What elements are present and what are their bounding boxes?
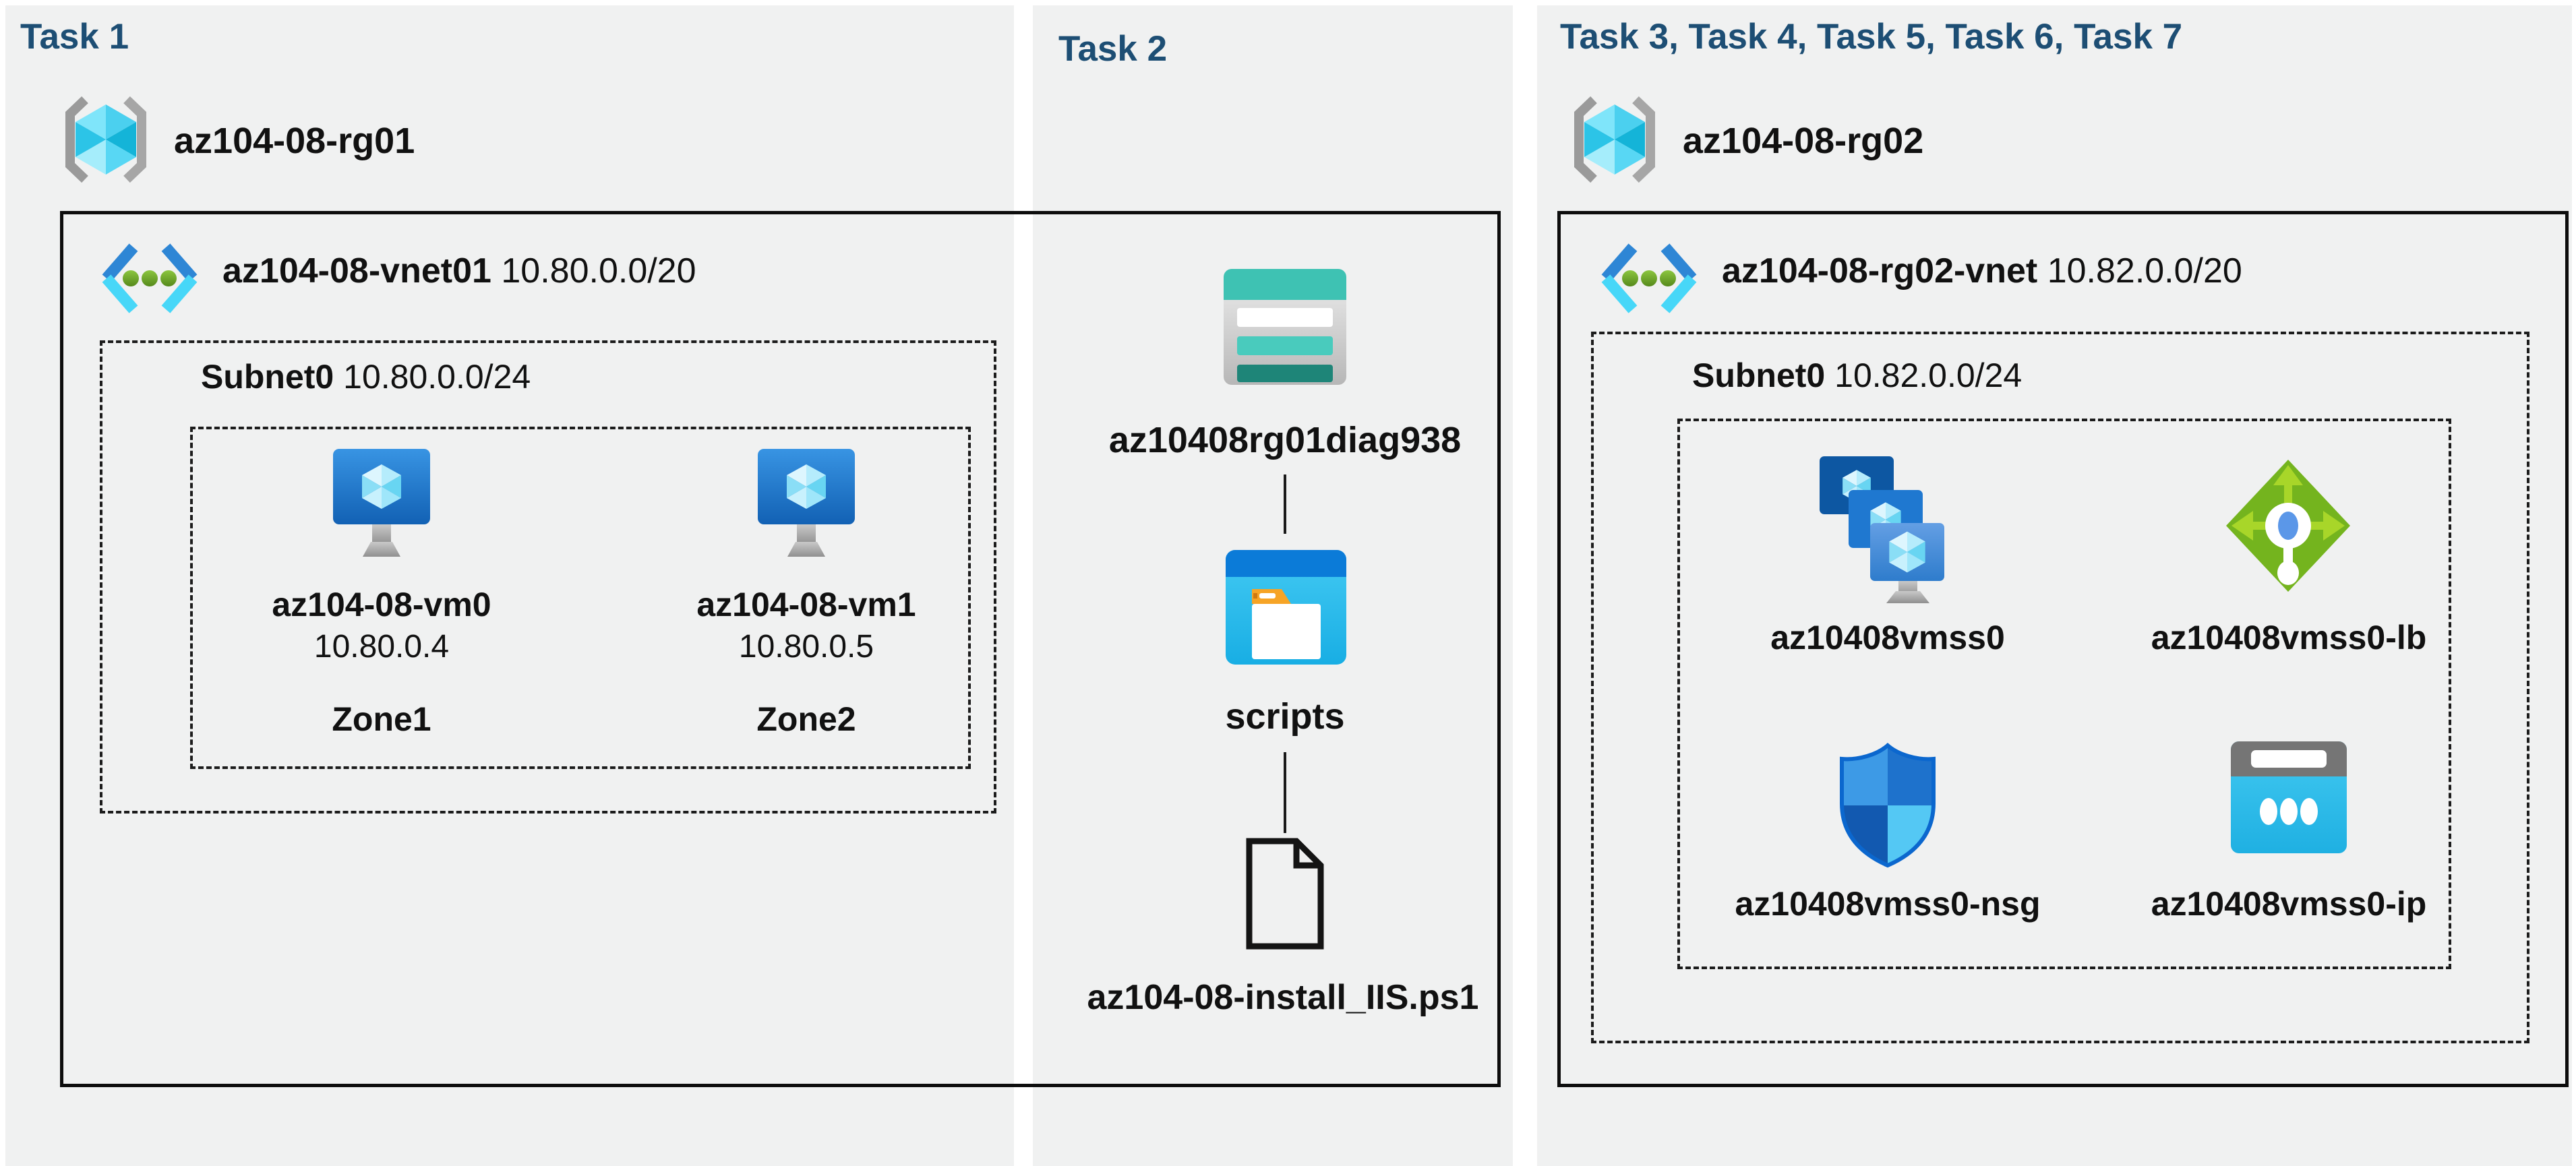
resource-group-icon bbox=[62, 96, 150, 183]
resource-group-label: az104-08-rg01 bbox=[174, 121, 415, 161]
task3-panel bbox=[1537, 5, 2572, 1166]
vnet01-box bbox=[60, 211, 1501, 1087]
vnet-cidr: 10.80.0.0/20 bbox=[501, 251, 696, 290]
resource-group-icon bbox=[1571, 96, 1658, 183]
subnet-cidr: 10.80.0.0/24 bbox=[343, 358, 531, 396]
vnet-name: az104-08-vnet01 bbox=[222, 251, 491, 290]
storage-account-icon bbox=[1224, 269, 1346, 385]
nsg-label: az10408vmss0-nsg bbox=[1735, 885, 2041, 923]
connector-line bbox=[1284, 752, 1286, 833]
vm-name: az104-08-vm0 bbox=[272, 586, 491, 623]
vnet-cidr: 10.82.0.0/20 bbox=[2047, 251, 2242, 290]
vnet-name: az104-08-rg02-vnet bbox=[1722, 251, 2038, 290]
virtual-machine-icon bbox=[758, 449, 855, 558]
virtual-machine-icon bbox=[333, 449, 430, 558]
vnet-icon bbox=[98, 241, 201, 315]
vmss-label: az10408vmss0 bbox=[1770, 619, 2005, 656]
resource-group-label: az104-08-rg02 bbox=[1683, 121, 1924, 161]
task2-title: Task 2 bbox=[1058, 29, 1168, 69]
vmss-icon bbox=[1820, 456, 1948, 605]
vnet-label: az104-08-vnet01 10.80.0.0/20 bbox=[222, 251, 696, 291]
vm-zone-box bbox=[190, 427, 971, 769]
subnet-name: Subnet0 bbox=[201, 358, 334, 396]
container-label: scripts bbox=[1225, 696, 1345, 737]
storage-account-label: az10408rg01diag938 bbox=[1108, 420, 1462, 460]
vm-ip: 10.80.0.5 bbox=[738, 629, 874, 665]
subnet0-box bbox=[1591, 332, 2529, 1043]
subnet0-box bbox=[100, 340, 996, 814]
task3-title: Task 3, Task 4, Task 5, Task 6, Task 7 bbox=[1560, 17, 2183, 57]
connector-line bbox=[1284, 474, 1286, 534]
vnet-label: az104-08-rg02-vnet 10.82.0.0/20 bbox=[1722, 251, 2242, 291]
subnet-cidr: 10.82.0.0/24 bbox=[1834, 357, 2023, 394]
task1-title: Task 1 bbox=[20, 17, 129, 57]
vnet02-box bbox=[1557, 211, 2569, 1087]
vm-ip: 10.80.0.4 bbox=[313, 629, 450, 665]
script-file-icon bbox=[1244, 837, 1326, 950]
nsg-icon bbox=[1834, 741, 1942, 869]
task1-panel bbox=[5, 5, 1014, 1166]
subnet-name: Subnet0 bbox=[1692, 357, 1826, 394]
vnet-icon bbox=[1598, 241, 1700, 315]
vm-zone: Zone1 bbox=[332, 700, 431, 738]
public-ip-label: az10408vmss0-ip bbox=[2151, 885, 2427, 923]
load-balancer-label: az10408vmss0-lb bbox=[2151, 619, 2427, 656]
vm-name: az104-08-vm1 bbox=[696, 586, 916, 623]
vm-zone: Zone2 bbox=[756, 700, 856, 738]
load-balancer-icon bbox=[2226, 460, 2350, 592]
blob-container-icon bbox=[1226, 550, 1346, 665]
subnet-label: Subnet0 10.82.0.0/24 bbox=[1692, 356, 2022, 395]
subnet-label: Subnet0 10.80.0.0/24 bbox=[201, 357, 531, 396]
script-file-label: az104-08-install_IIS.ps1 bbox=[1087, 978, 1479, 1017]
vmss-resources-box bbox=[1677, 419, 2451, 969]
public-ip-icon bbox=[2231, 741, 2347, 853]
